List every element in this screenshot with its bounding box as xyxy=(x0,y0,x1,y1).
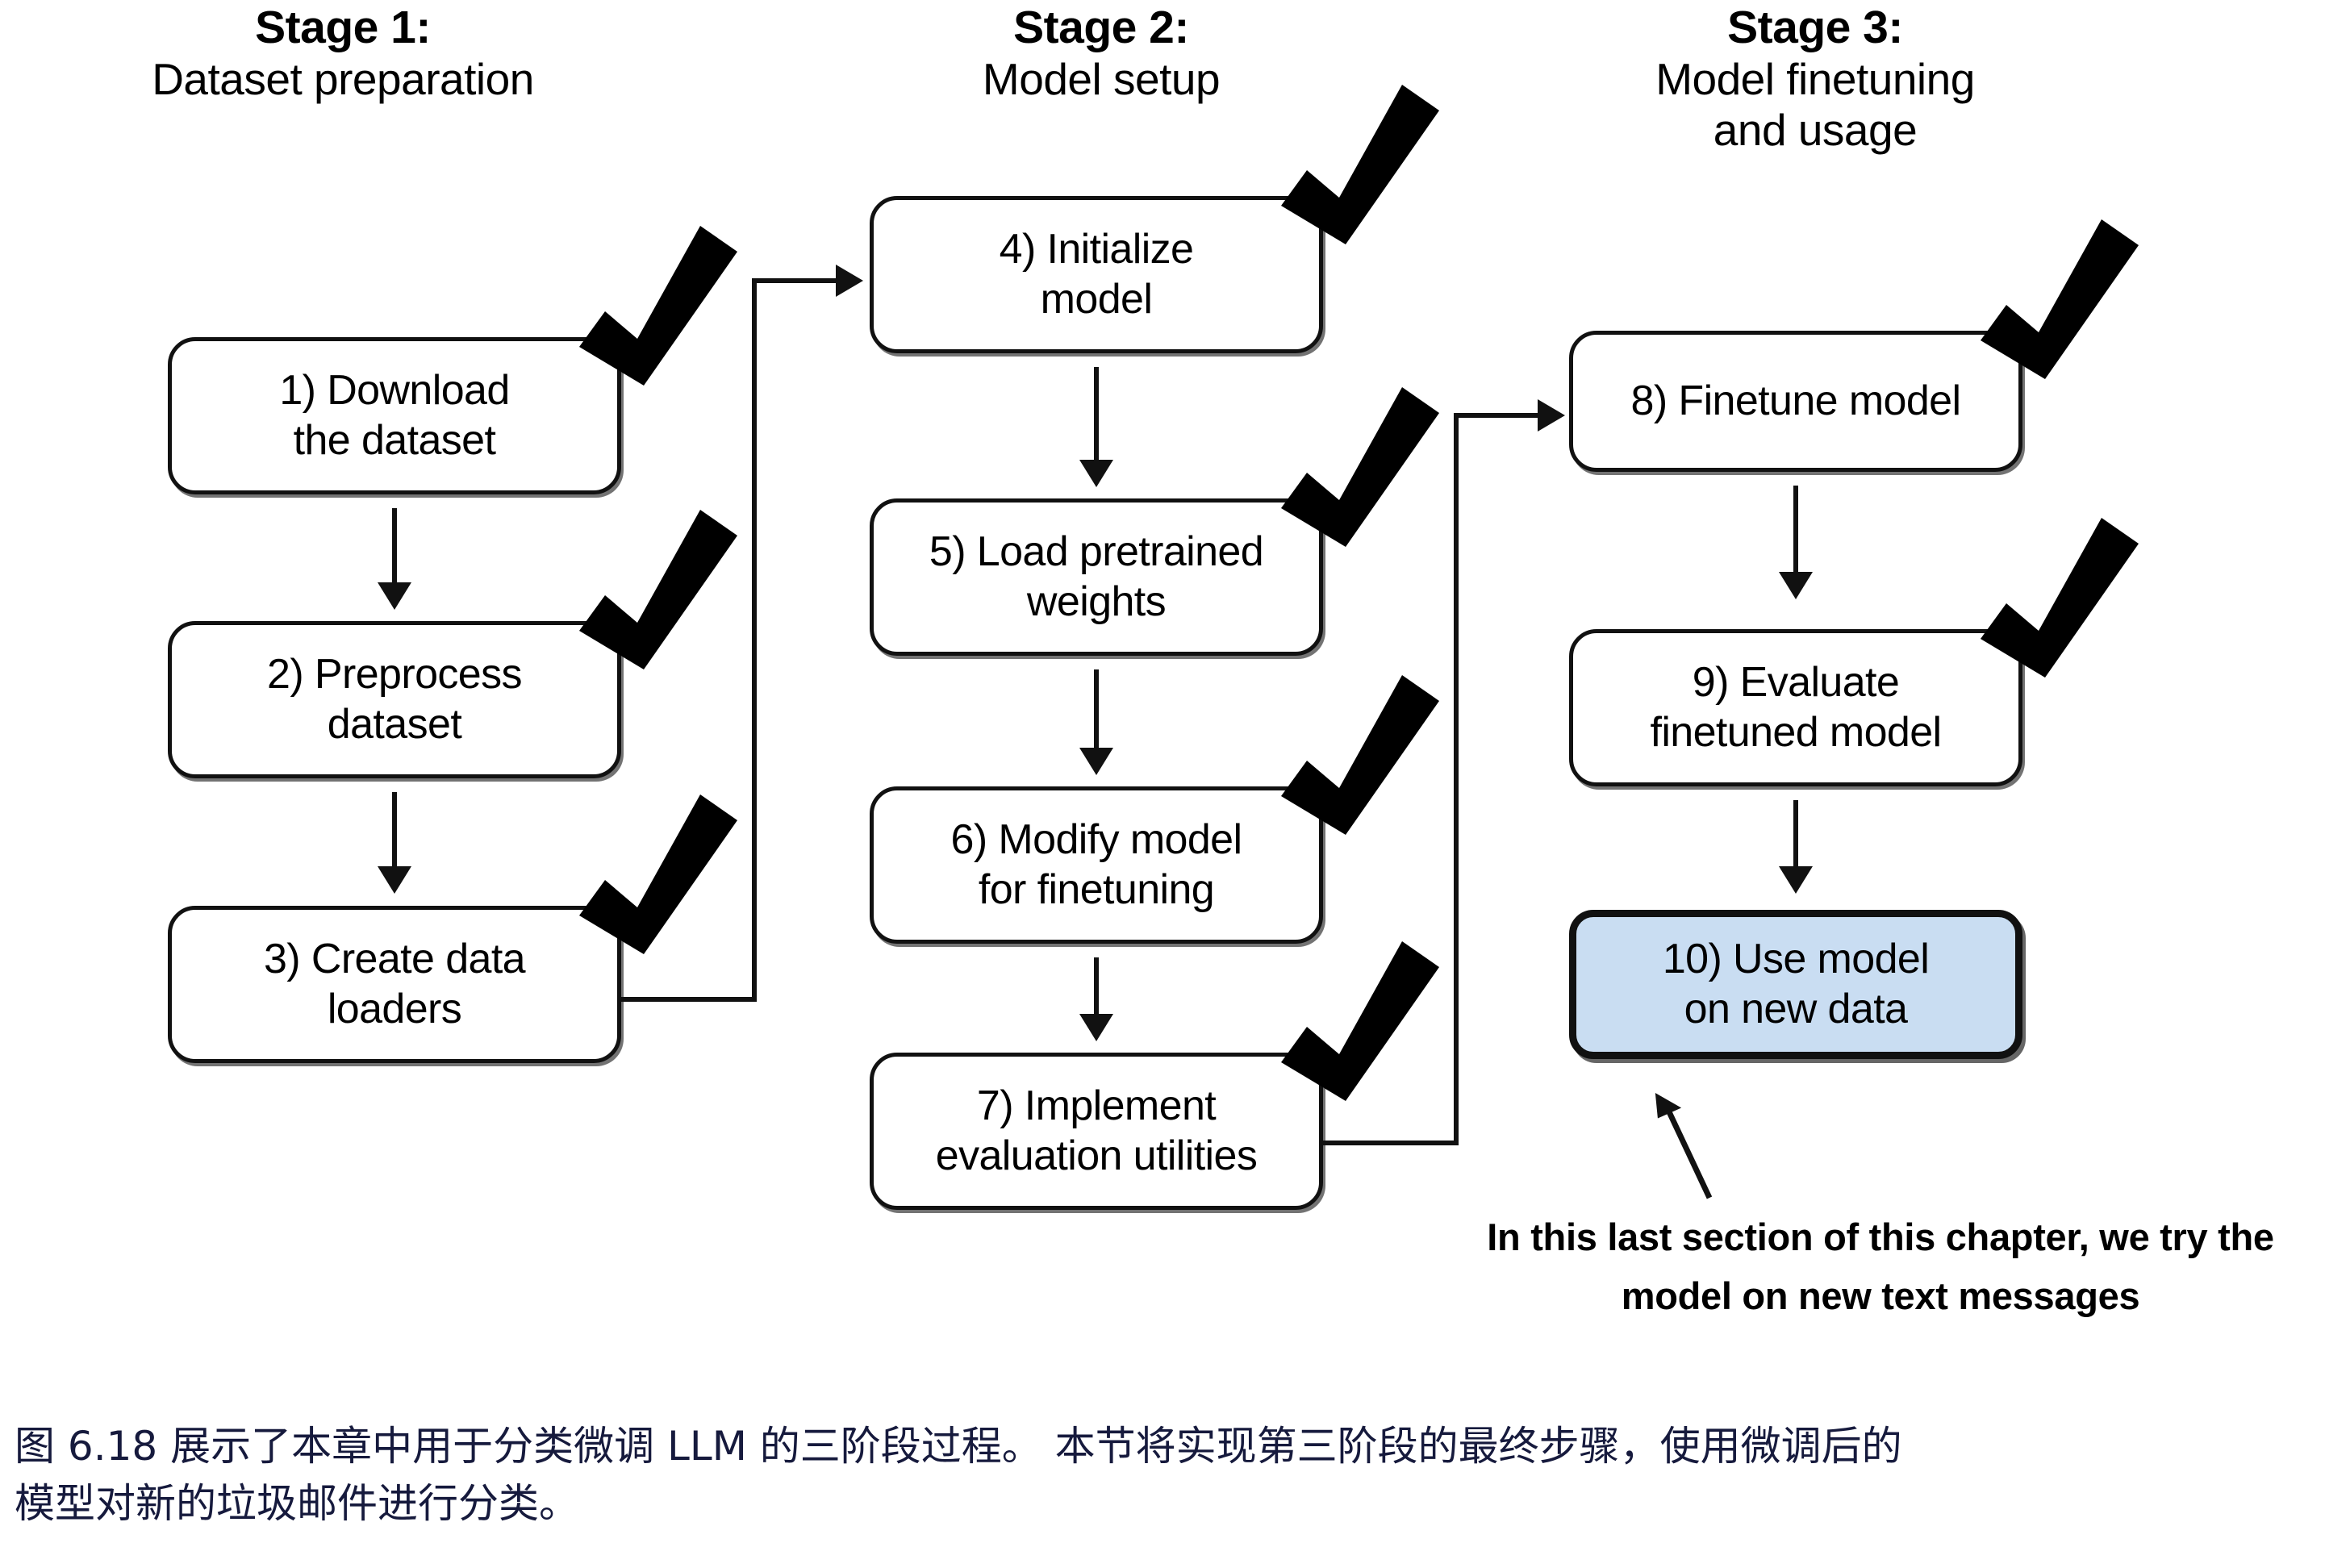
connector-6-to-7-line xyxy=(1094,957,1099,1016)
step-10-line1: 10) Use model xyxy=(1662,936,1930,983)
bridge-2-to-3-arrow xyxy=(1538,399,1565,432)
step-9-line1: 9) Evaluate xyxy=(1692,659,1900,707)
annotation-line-2: model on new text messages xyxy=(1621,1274,2140,1317)
bridge-1-to-2-arrow xyxy=(836,265,863,297)
step-3-line2: loaders xyxy=(327,985,462,1032)
step-3-line1: 3) Create data xyxy=(263,936,526,983)
step-6-line2: for finetuning xyxy=(978,865,1215,913)
step-1-line2: the dataset xyxy=(293,416,496,464)
stage-2-header: Stage 2: Model setup xyxy=(843,2,1359,105)
annotation-arrow xyxy=(1655,1093,1713,1199)
connector-1-to-2-line xyxy=(392,508,397,585)
step-5-line1: 5) Load pretrained xyxy=(929,528,1264,576)
step-4-line2: model xyxy=(1040,275,1153,323)
connector-2-to-3-line xyxy=(392,792,397,869)
stage-2-title: Stage 2: xyxy=(1013,2,1189,53)
annotation-text: In this last section of this chapter, we… xyxy=(1436,1208,2325,1326)
step-box-7[interactable]: 7) Implement evaluation utilities xyxy=(870,1053,1323,1210)
bridge-1-to-2-bottom xyxy=(621,997,757,1002)
step-box-9[interactable]: 9) Evaluate finetuned model xyxy=(1569,629,2022,786)
caption-line-2: 模型对新的垃圾邮件进行分类。 xyxy=(15,1480,579,1527)
step-10-line2: on new data xyxy=(1684,985,1908,1032)
stage-1-title: Stage 1: xyxy=(255,2,431,53)
connector-4-to-5-line xyxy=(1094,367,1099,462)
step-4-line1: 4) Initialize xyxy=(999,226,1194,273)
bridge-2-to-3-riser xyxy=(1454,413,1459,1145)
connector-5-to-6-line xyxy=(1094,669,1099,750)
annotation-line-1: In this last section of this chapter, we… xyxy=(1487,1216,2274,1258)
connector-6-to-7-arrow xyxy=(1079,1014,1113,1041)
step-2-line1: 2) Preprocess xyxy=(267,651,522,699)
bridge-2-to-3-top xyxy=(1454,413,1542,418)
stage-3-subtitle-line2: and usage xyxy=(1713,104,1918,155)
stage-1-header: Stage 1: Dataset preparation xyxy=(85,2,601,105)
connector-1-to-2-arrow xyxy=(378,582,411,610)
stage-1-subtitle: Dataset preparation xyxy=(152,53,534,104)
bridge-1-to-2-riser xyxy=(752,278,757,1002)
connector-5-to-6-arrow xyxy=(1079,748,1113,775)
bridge-2-to-3-bottom xyxy=(1323,1141,1459,1145)
connector-4-to-5-arrow xyxy=(1079,460,1113,487)
connector-2-to-3-arrow xyxy=(378,866,411,894)
step-box-8[interactable]: 8) Finetune model xyxy=(1569,331,2022,472)
stage-2-subtitle: Model setup xyxy=(982,53,1221,104)
step-box-5[interactable]: 5) Load pretrained weights xyxy=(870,498,1323,656)
stage-3-header: Stage 3: Model finetuning and usage xyxy=(1525,2,2106,155)
step-box-2[interactable]: 2) Preprocess dataset xyxy=(168,621,621,778)
caption-line-1: 图 6.18 展示了本章中用于分类微调 LLM 的三阶段过程。 本节将实现第三阶… xyxy=(15,1423,1902,1470)
figure-caption: 图 6.18 展示了本章中用于分类微调 LLM 的三阶段过程。 本节将实现第三阶… xyxy=(15,1418,2322,1533)
step-box-1[interactable]: 1) Download the dataset xyxy=(168,337,621,494)
step-box-10[interactable]: 10) Use model on new data xyxy=(1569,910,2022,1059)
connector-8-to-9-arrow xyxy=(1779,572,1813,599)
step-7-line1: 7) Implement xyxy=(976,1082,1217,1130)
step-5-line2: weights xyxy=(1026,578,1167,625)
stage-3-subtitle-line1: Model finetuning xyxy=(1655,53,1975,104)
step-2-line2: dataset xyxy=(327,700,462,748)
step-6-line1: 6) Modify model xyxy=(950,816,1243,864)
connector-9-to-10-line xyxy=(1793,800,1798,869)
connector-8-to-9-line xyxy=(1793,486,1798,574)
step-9-line2: finetuned model xyxy=(1650,708,1942,756)
step-7-line2: evaluation utilities xyxy=(935,1132,1258,1179)
step-1-line1: 1) Download xyxy=(279,367,510,415)
connector-9-to-10-arrow xyxy=(1779,866,1813,894)
stage-3-title: Stage 3: xyxy=(1727,2,1903,53)
step-box-4[interactable]: 4) Initialize model xyxy=(870,196,1323,353)
step-box-6[interactable]: 6) Modify model for finetuning xyxy=(870,786,1323,944)
step-8-line1: 8) Finetune model xyxy=(1630,377,1962,424)
bridge-1-to-2-top xyxy=(752,278,841,283)
step-box-3[interactable]: 3) Create data loaders xyxy=(168,906,621,1063)
